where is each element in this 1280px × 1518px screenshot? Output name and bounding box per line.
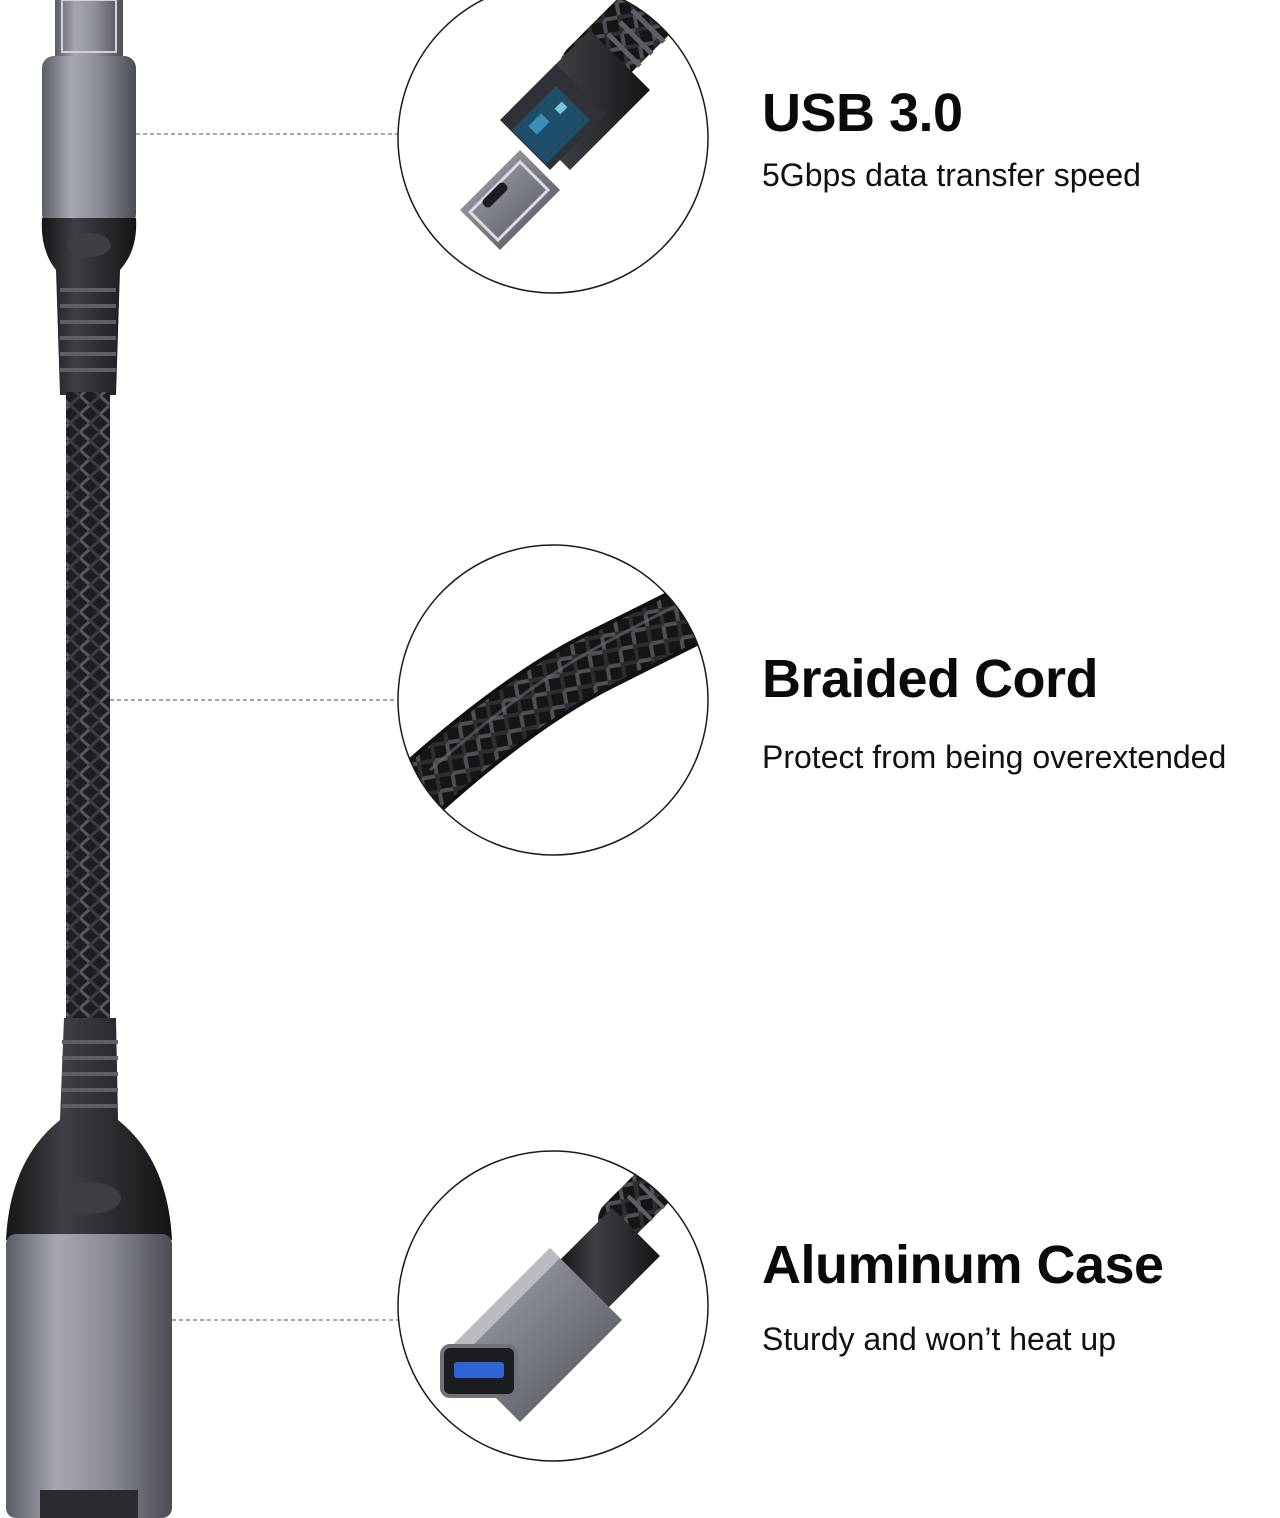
bottom-strain-relief [6, 1018, 172, 1240]
feature-subtitle: 5Gbps data transfer speed [762, 157, 1141, 193]
usb-c-housing [42, 56, 136, 226]
feature-braided-cord: Braided Cord Protect from being overexte… [762, 648, 1226, 776]
feature-aluminum-case: Aluminum Case Sturdy and won’t heat up [762, 1234, 1164, 1358]
feature-title: USB 3.0 [762, 83, 963, 143]
braided-cable-icon [397, 544, 709, 856]
usb-a-female-housing [6, 1234, 172, 1518]
feature-usb-3: USB 3.0 5Gbps data transfer speed [762, 82, 1141, 194]
usb-a-female-connector-icon [397, 1150, 709, 1462]
usb-c-plug-tip [55, 0, 123, 58]
usb-c-connector-icon [397, 0, 709, 294]
feature-title: Aluminum Case [762, 1235, 1164, 1295]
cable-illustration [6, 0, 172, 1518]
braided-cable [66, 392, 110, 1020]
feature-subtitle: Sturdy and won’t heat up [762, 1321, 1117, 1357]
feature-subtitle: Protect from being overextended [762, 739, 1227, 775]
feature-title: Braided Cord [762, 649, 1099, 709]
